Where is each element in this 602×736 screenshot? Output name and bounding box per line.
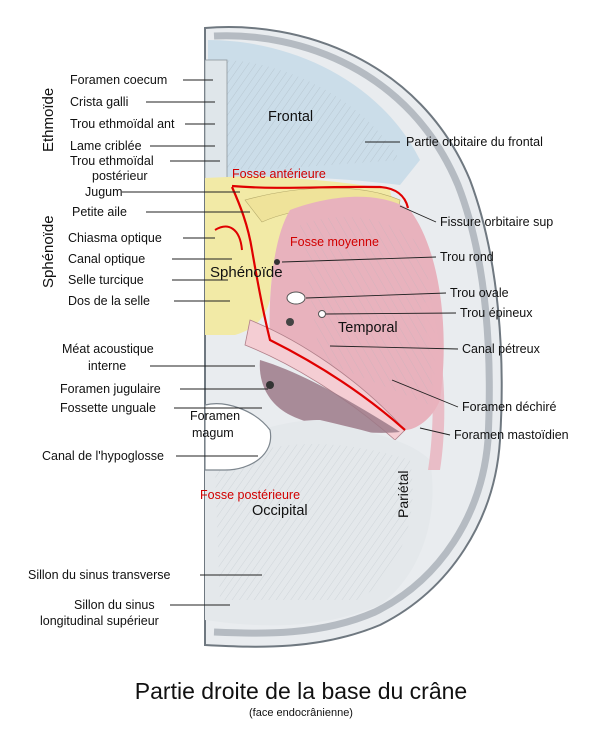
- label-partie-orbitaire: Partie orbitaire du frontal: [406, 135, 543, 149]
- posterior-fossa-shadow: [259, 360, 400, 433]
- label-magum: magum: [192, 426, 234, 440]
- bone-group-ethmoide: Ethmoïde: [40, 87, 57, 152]
- frontal-texture: [220, 60, 400, 170]
- label-meat-acoustique: Méat acoustique: [62, 342, 154, 356]
- label-longitudinal-superieur: longitudinal supérieur: [40, 614, 159, 628]
- diagram-subtitle: (face endocrânienne): [249, 707, 353, 719]
- label-trou-ovale: Trou ovale: [450, 286, 509, 300]
- ethmoid-strip: [204, 59, 228, 181]
- fosse-moyenne-line: [230, 186, 406, 431]
- jugular-foramen: [266, 381, 274, 389]
- label-sillon-du-sinus: Sillon du sinus: [74, 598, 155, 612]
- label-foramen-jugulaire: Foramen jugulaire: [60, 382, 161, 396]
- label-chiasma-optique: Chiasma optique: [68, 231, 162, 245]
- diagram-title: Partie droite de la base du crâne: [134, 678, 468, 704]
- label-dos-de-la-selle: Dos de la selle: [68, 294, 150, 308]
- region-sphenoide: Sphénoïde: [210, 264, 283, 281]
- foramen-spinosum: [318, 310, 326, 318]
- label-trou-ethmoidal-ant: Trou ethmoïdal ant: [70, 117, 175, 131]
- label-jugum: Jugum: [85, 185, 123, 199]
- region-temporal: Temporal: [338, 320, 398, 336]
- label-selle-turcique: Selle turcique: [68, 273, 144, 287]
- parietal-strip: [420, 300, 445, 470]
- label-foramen-coecum: Foramen coecum: [70, 73, 168, 87]
- foramen-rotundum: [274, 259, 280, 265]
- foramen-magnum: [204, 403, 272, 471]
- occipital-texture: [215, 443, 413, 600]
- clinoid-line: [214, 225, 243, 251]
- fosse-moyenne-label: Fosse moyenne: [290, 235, 379, 249]
- label-sillon-sinus-transverse: Sillon du sinus transverse: [28, 568, 171, 582]
- sphenoid-region: [205, 176, 395, 335]
- label-crista-galli: Crista galli: [70, 95, 129, 109]
- label-foramen: Foramen: [190, 409, 241, 423]
- label-trou-epineux: Trou épineux: [460, 306, 533, 320]
- label-foramen-mastoidien: Foramen mastoïdien: [454, 428, 569, 442]
- label-petite-aile: Petite aile: [72, 205, 127, 219]
- internal-acoustic-meatus: [286, 318, 294, 326]
- label-canal-optique: Canal optique: [68, 252, 146, 266]
- label-foramen-dechire: Foramen déchiré: [462, 400, 557, 414]
- label-canal-petreux: Canal pétreux: [462, 342, 540, 356]
- region-parietal: Pariétal: [395, 470, 411, 518]
- fosse-anterieure-line: [231, 184, 410, 209]
- label-lame-criblee: Lame criblée: [70, 139, 142, 153]
- fosse-anterieure-label: Fosse antérieure: [232, 167, 326, 181]
- bone-group-sphenoide: Sphénoïde: [40, 215, 57, 288]
- label-trou-rond: Trou rond: [440, 250, 494, 264]
- label-interne: interne: [88, 359, 127, 373]
- label-fissure-orbitaire-sup: Fissure orbitaire sup: [440, 215, 554, 229]
- skull-rim: [213, 32, 493, 637]
- fosse-posterieure-label: Fosse postérieure: [200, 488, 301, 502]
- region-occipital: Occipital: [252, 503, 308, 519]
- label-trou-ethmoidal: Trou ethmoïdal: [70, 154, 154, 168]
- temporal-texture: [300, 216, 436, 405]
- region-frontal: Frontal: [268, 109, 314, 125]
- label-fossette-unguale: Fossette unguale: [60, 401, 156, 415]
- foramen-ovale: [286, 291, 306, 305]
- label-posterieur: postérieur: [92, 169, 148, 183]
- label-canal-hypoglosse: Canal de l'hypoglosse: [42, 449, 164, 463]
